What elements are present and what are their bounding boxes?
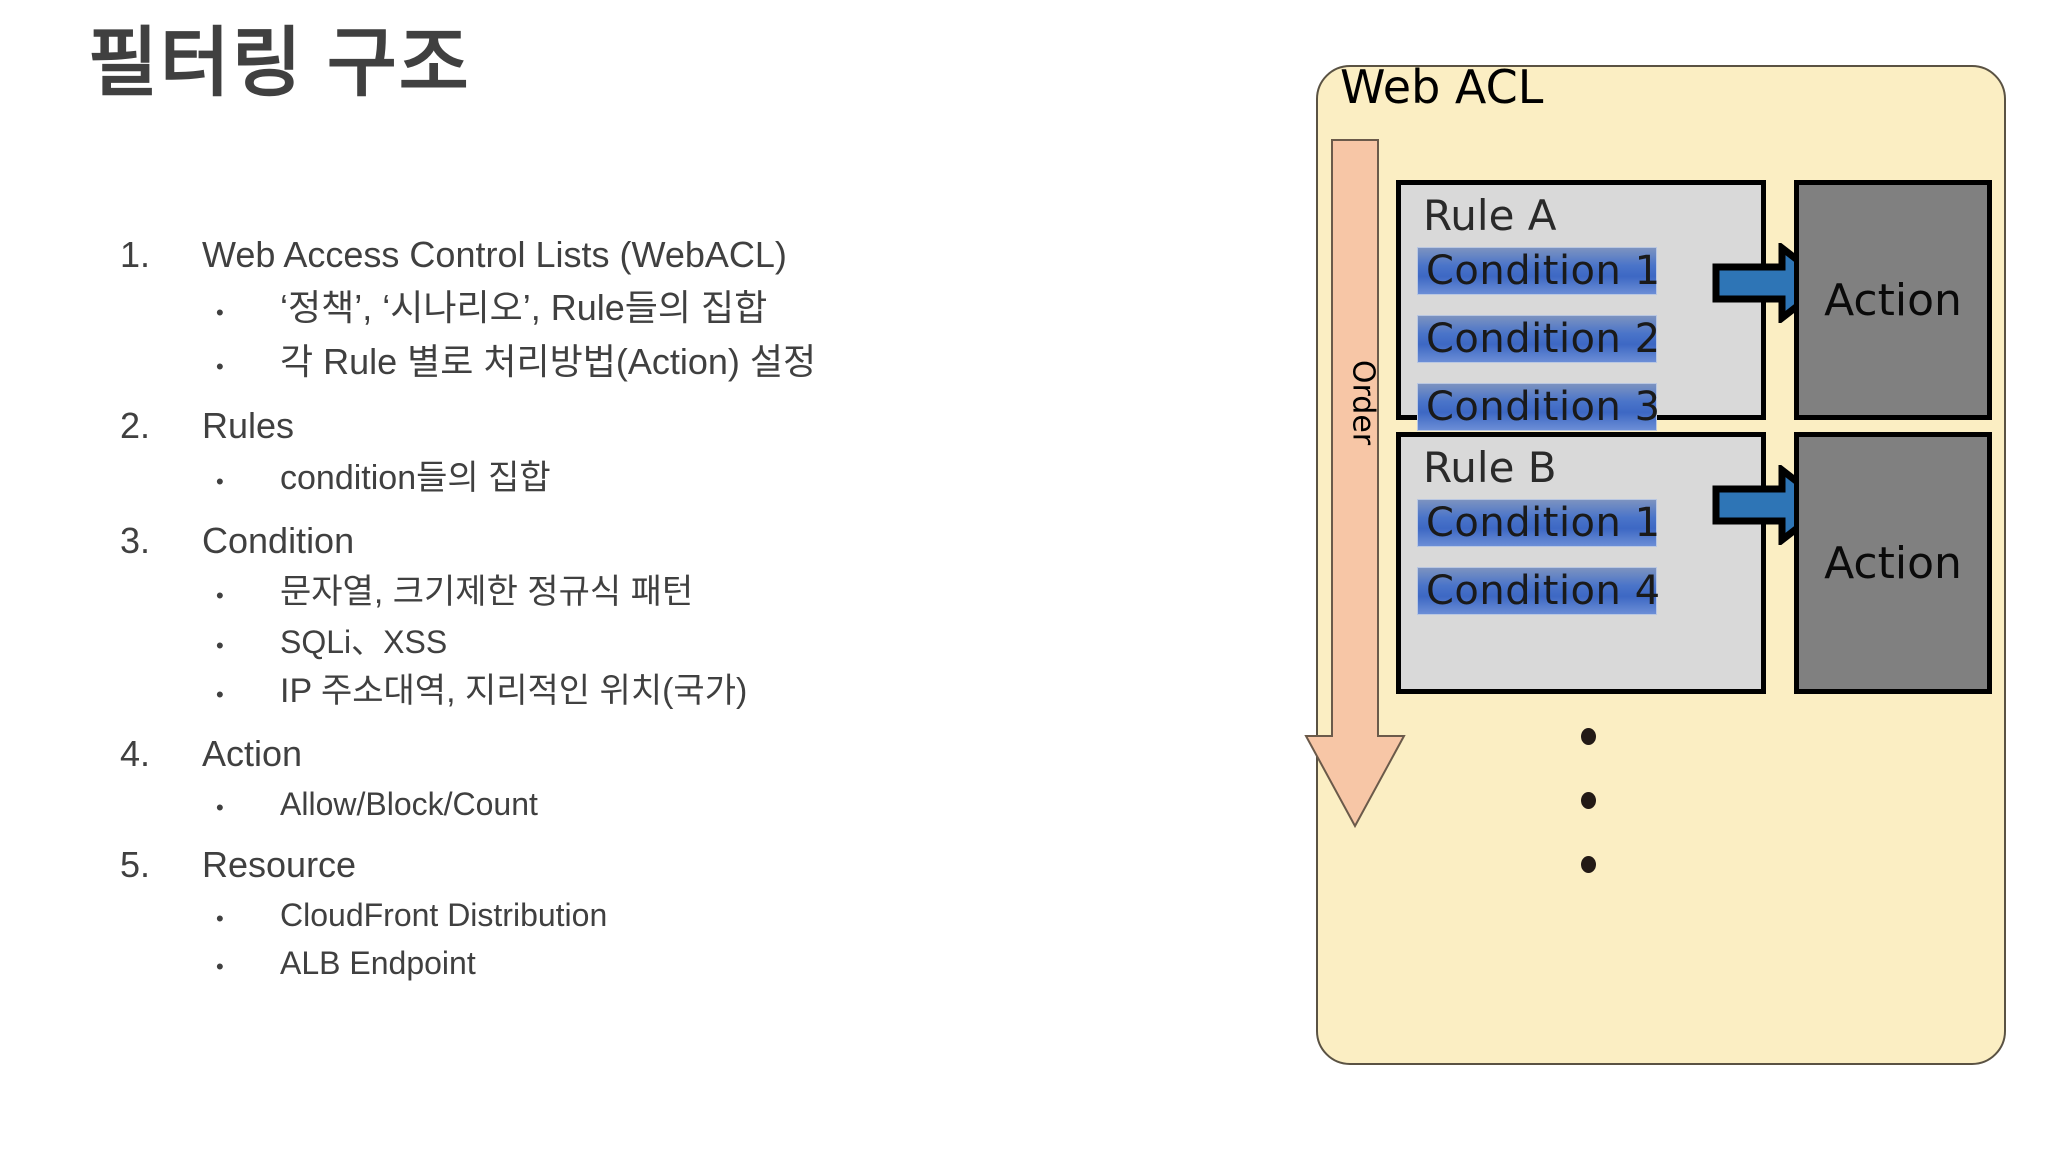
outline-subtext: condition들의 집합 [280, 458, 551, 497]
condition-chip: Condition 1 [1417, 247, 1660, 295]
outline-item: 4. Action [120, 727, 1240, 780]
rule-box-b: Rule B Condition 1 Condition 4 [1396, 432, 1766, 694]
rule-b-title: Rule B [1423, 443, 1557, 492]
outline-subitem: • ALB Endpoint [202, 939, 1240, 987]
outline-item: 1. Web Access Control Lists (WebACL) [120, 228, 1240, 281]
condition-label: Condition 1 [1426, 248, 1661, 294]
outline-subitem: • condition들의 집합 [202, 453, 1240, 504]
outline-marker: 3. [120, 519, 151, 561]
outline-text: Resource [202, 844, 357, 886]
outline-marker: 1. [120, 234, 151, 275]
outline-subitem: • ‘정책’, ‘시나리오’, Rule들의 집합 [202, 281, 1240, 335]
bullet-icon: • [216, 906, 224, 932]
bullet-icon: • [216, 632, 224, 658]
outline-subitem: • CloudFront Distribution [202, 891, 1240, 939]
condition-label: Condition 4 [1426, 568, 1661, 614]
outline-text: Action [202, 732, 303, 774]
outline-marker: 5. [120, 844, 151, 886]
outline-subtext: ALB Endpoint [280, 945, 476, 982]
bullet-icon: • [216, 582, 224, 608]
outline-subtext: ‘정책’, ‘시나리오’, Rule들의 집합 [280, 287, 768, 329]
rule-a-title: Rule A [1423, 191, 1557, 240]
condition-chip: Condition 3 [1417, 383, 1660, 431]
outline-text: Condition [202, 519, 355, 561]
condition-label: Condition 3 [1426, 384, 1661, 430]
bullet-icon: • [216, 354, 224, 380]
outline-subitem: • 문자열, 크기제한 정규식 패턴 [202, 567, 1240, 618]
outline-subtext: Allow/Block/Count [280, 786, 538, 823]
outline-subtext: 각 Rule 별로 처리방법(Action) 설정 [280, 341, 817, 383]
bullet-icon: • [216, 795, 224, 821]
order-arrow-icon [1304, 139, 1406, 829]
condition-label: Condition 2 [1426, 316, 1661, 362]
outline-text: Web Access Control Lists (WebACL) [202, 234, 787, 275]
condition-chip: Condition 2 [1417, 315, 1660, 363]
condition-chip: Condition 4 [1417, 567, 1660, 615]
ellipsis-dot [1581, 792, 1596, 809]
condition-label: Condition 1 [1426, 500, 1661, 546]
action-label: Action [1824, 537, 1962, 589]
order-label: Order [1345, 359, 1381, 446]
bullet-icon: • [216, 954, 224, 980]
outline-subtext: IP 주소대역, 지리적인 위치(국가) [280, 671, 748, 710]
action-box-a: Action [1794, 180, 1992, 420]
bullet-icon: • [216, 300, 224, 326]
bullet-icon: • [216, 468, 224, 494]
action-label: Action [1824, 274, 1962, 326]
bullet-icon: • [216, 681, 224, 707]
ellipsis-dot [1581, 728, 1596, 745]
outline-subitem: • Allow/Block/Count [202, 780, 1240, 828]
outline-subtext: 문자열, 크기제한 정규식 패턴 [280, 572, 694, 611]
outline-text: Rules [202, 405, 295, 447]
outline-subtext: SQLi、XSS [280, 623, 448, 660]
outline-item: 5. Resource [120, 838, 1240, 891]
outline-subitem: • 각 Rule 별로 처리방법(Action) 설정 [202, 335, 1240, 389]
outline-list: 1. Web Access Control Lists (WebACL) • ‘정책’… [120, 218, 1240, 987]
vertical-ellipsis [1581, 728, 1596, 874]
web-acl-title: Web ACL [1340, 60, 1544, 114]
outline-marker: 2. [120, 405, 151, 447]
outline-subitem: • IP 주소대역, 지리적인 위치(국가) [202, 666, 1240, 717]
outline-item: 3. Condition [120, 514, 1240, 567]
outline-subtext: CloudFront Distribution [280, 897, 608, 934]
ellipsis-dot [1581, 856, 1596, 873]
outline-item: 2. Rules [120, 399, 1240, 452]
rule-box-a: Rule A Condition 1 Condition 2 Condition… [1396, 180, 1766, 431]
condition-chip: Condition 1 [1417, 499, 1660, 547]
outline-subitem: • SQLi、XSS [202, 618, 1240, 666]
web-acl-diagram: Rule A Condition 1 Condition 2 Condition… [1300, 40, 2030, 1100]
outline-marker: 4. [120, 732, 151, 774]
page-title: 필터링 구조 [88, 21, 471, 106]
action-box-b: Action [1794, 432, 1992, 694]
